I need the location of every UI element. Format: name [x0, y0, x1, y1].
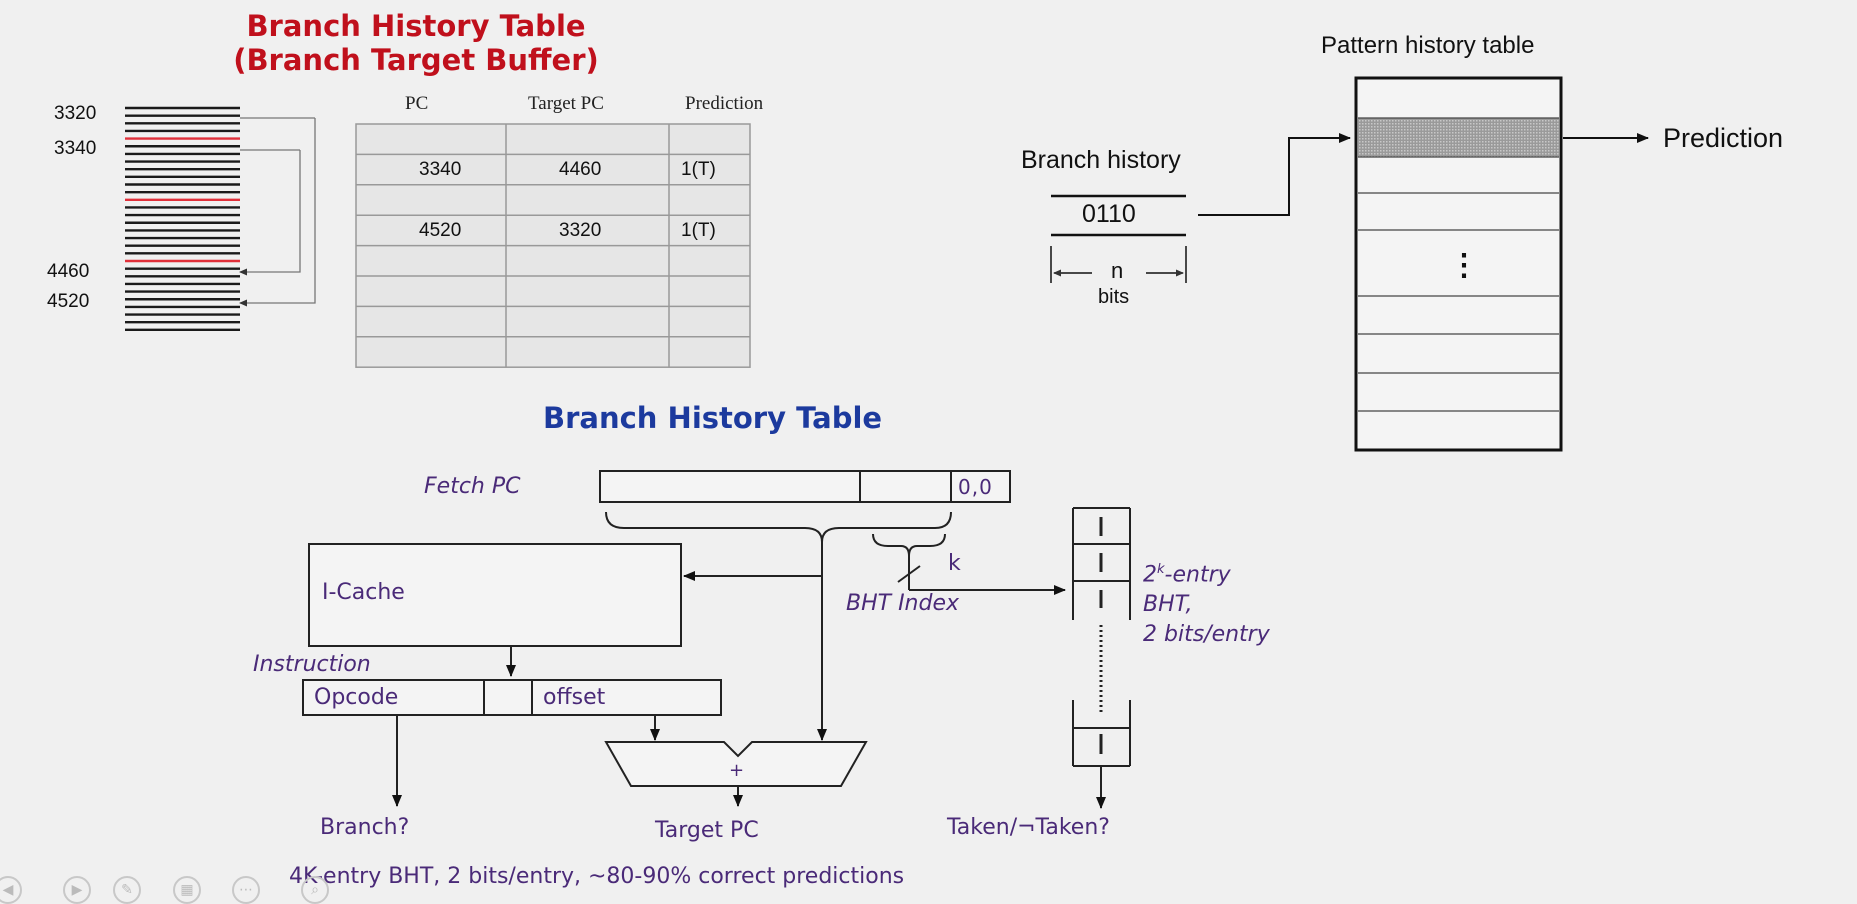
branch-history-value: 0110 — [1082, 200, 1136, 228]
bht-entry-line3: 2 bits/entry — [1143, 622, 1270, 648]
btb-connectors — [239, 117, 316, 307]
bht-array — [1072, 507, 1131, 767]
k-label: k — [948, 551, 961, 576]
pc-brace — [605, 511, 952, 543]
bht-entry-label: 2k-entry BHT, 2 bits/entry — [1143, 555, 1270, 650]
bits-label: bits — [1098, 286, 1130, 308]
instruction-register — [302, 679, 722, 716]
slides-icon[interactable]: ▦ — [173, 876, 201, 904]
prediction-label: Prediction — [1663, 123, 1784, 153]
next-slide-icon[interactable]: ▶ — [63, 876, 91, 904]
history-to-pht-arrow — [1198, 133, 1351, 216]
adder — [604, 741, 868, 787]
bht-entry-sup: k — [1157, 562, 1165, 577]
btb-title-line1: Branch History Table — [246, 9, 586, 43]
bht-entry-line2: BHT, — [1143, 592, 1193, 618]
address-3320: 3320 — [54, 103, 97, 124]
branch-history-label: Branch history — [1021, 146, 1181, 174]
opcode-label: Opcode — [314, 685, 399, 710]
btb-title-line2: (Branch Target Buffer) — [233, 43, 599, 77]
more-options-icon[interactable]: ⋯ — [232, 876, 260, 904]
fetch-pc-register — [599, 470, 1011, 503]
instruction-label: Instruction — [253, 652, 371, 677]
pht-title: Pattern history table — [1321, 32, 1535, 59]
btb-cell: 3340 — [419, 159, 462, 181]
bht-title: Branch History Table — [543, 401, 883, 435]
prev-slide-icon[interactable]: ◀ — [0, 876, 22, 904]
pht-selected-entry — [1358, 118, 1559, 157]
pen-icon[interactable]: ✎ — [113, 876, 141, 904]
address-4460: 4460 — [47, 261, 90, 282]
n-bits-dimension — [1050, 246, 1187, 283]
taken-label: Taken/¬Taken? — [947, 815, 1110, 840]
btb-cell: 4520 — [419, 220, 462, 242]
btb-cell: 1(T) — [681, 159, 716, 181]
branch-history-register — [1051, 194, 1186, 237]
icache-box — [308, 543, 682, 647]
address-4520: 4520 — [47, 291, 90, 312]
low-bits-label: 0,0 — [958, 475, 993, 499]
btb-cell: 4460 — [559, 159, 602, 181]
bht-entry-base: 2 — [1143, 562, 1157, 588]
col-header-target-pc: Target PC — [528, 93, 604, 114]
btb-cell: 3320 — [559, 220, 602, 242]
fetch-pc-label: Fetch PC — [424, 474, 521, 499]
pht-ellipsis: ⋮ — [1449, 249, 1479, 282]
bht-index-label: BHT Index — [846, 591, 960, 616]
icache-label: I-Cache — [322, 580, 405, 605]
footer-note: 4K-entry BHT, 2 bits/entry, ~80-90% corr… — [289, 864, 905, 889]
btb-title: Branch History Table (Branch Target Buff… — [186, 9, 646, 77]
code-memory-stripes — [125, 106, 240, 332]
branch-q-label: Branch? — [320, 815, 410, 840]
pattern-history-table — [1354, 76, 1563, 452]
datapath-wires — [392, 542, 1106, 809]
col-header-prediction: Prediction — [685, 93, 764, 114]
index-brace — [872, 533, 946, 557]
n-label: n — [1111, 258, 1124, 283]
zoom-icon[interactable]: ⌕ — [301, 876, 329, 904]
offset-label: offset — [543, 685, 606, 710]
bht-entry-line1: 2k-entry — [1143, 555, 1270, 590]
btb-table — [355, 123, 751, 368]
adder-plus: + — [729, 760, 745, 781]
target-pc-label: Target PC — [655, 818, 759, 843]
bht-entry-suffix: -entry — [1164, 562, 1231, 588]
btb-cell: 1(T) — [681, 220, 716, 242]
col-header-pc: PC — [405, 93, 429, 114]
address-3340: 3340 — [54, 138, 97, 159]
